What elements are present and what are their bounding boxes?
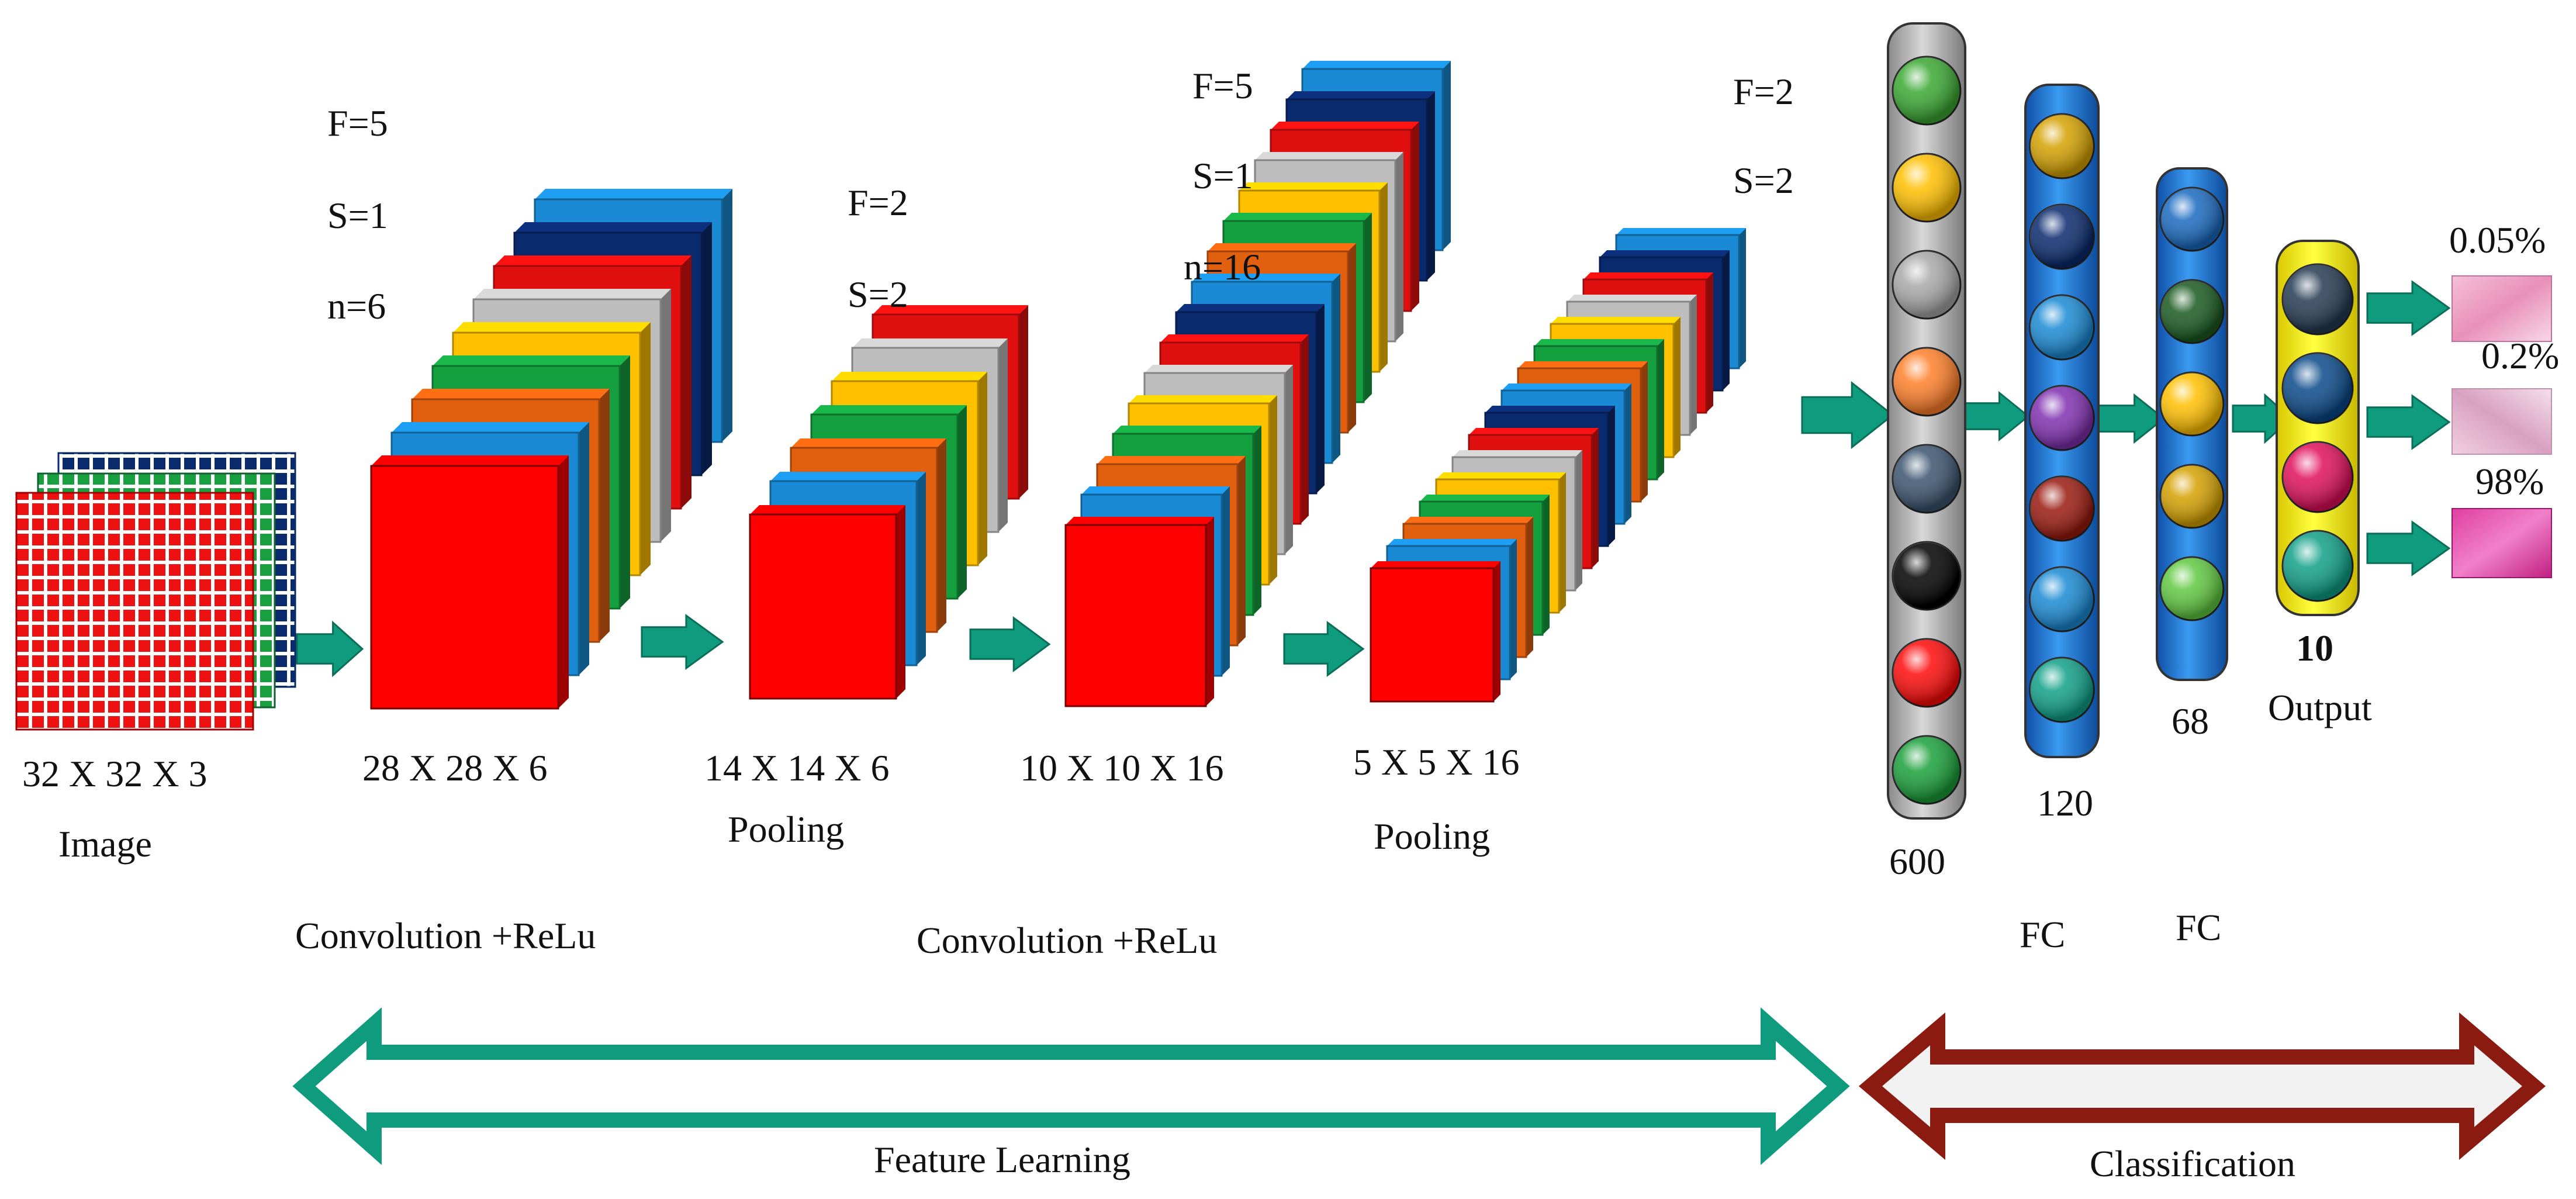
flatten-layer-node bbox=[1892, 638, 1962, 708]
pool1-caption: Pooling bbox=[728, 808, 844, 850]
arrow-output-to-prediction-3 bbox=[2366, 520, 2451, 576]
conv2-slab bbox=[1064, 517, 1214, 707]
conv2-params: F=5 S=1 n=16 bbox=[1184, 65, 1261, 288]
conv2-param-count: n=16 bbox=[1184, 246, 1261, 288]
conv1-param-count: n=6 bbox=[327, 285, 386, 327]
arrow-conv2-to-pool2 bbox=[1283, 621, 1365, 677]
pool1-param-filter: F=2 bbox=[848, 182, 908, 223]
conv2-param-stride: S=1 bbox=[1192, 155, 1253, 196]
output-layer-node bbox=[2281, 263, 2354, 336]
conv1-feature-maps bbox=[370, 189, 732, 710]
fc2-layer-node bbox=[2159, 464, 2225, 529]
output-predictions: 0.05% 0.2% 98% bbox=[2449, 219, 2559, 578]
fc1-caption: FC bbox=[2020, 914, 2065, 955]
pool1-feature-maps bbox=[749, 305, 1028, 700]
flatten-layer-node bbox=[1892, 444, 1962, 514]
feature-learning-label: Feature Learning bbox=[874, 1139, 1130, 1180]
conv1-caption: Convolution +ReLu bbox=[295, 915, 596, 956]
pool2-dims: 5 X 5 X 16 bbox=[1353, 741, 1519, 783]
flatten-layer-node bbox=[1892, 347, 1962, 417]
fully-connected-layers bbox=[1887, 22, 2360, 820]
fc2-layer-node bbox=[2159, 556, 2225, 621]
pool1-param-stride: S=2 bbox=[848, 274, 908, 315]
flatten-layer bbox=[1887, 22, 1966, 820]
feature-learning-arrow bbox=[292, 1007, 1850, 1165]
classification-arrow bbox=[1858, 1012, 2546, 1160]
flatten-size: 600 bbox=[1889, 841, 1945, 882]
conv1-slab bbox=[370, 455, 569, 710]
arrow-flatten-to-fc1 bbox=[1963, 391, 2030, 442]
flatten-layer-node bbox=[1892, 541, 1962, 611]
fc2-caption: FC bbox=[2176, 907, 2221, 948]
fc1-layer-node bbox=[2029, 203, 2095, 270]
conv2-caption: Convolution +ReLu bbox=[917, 920, 1217, 961]
histology-thumbnail-1 bbox=[2451, 275, 2552, 342]
arrow-input-to-conv1 bbox=[296, 620, 364, 678]
flatten-layer-node bbox=[1892, 250, 1962, 320]
histology-thumbnail-2 bbox=[2451, 388, 2552, 455]
conv1-dims: 28 X 28 X 6 bbox=[362, 747, 547, 789]
input-image-stack bbox=[15, 452, 296, 731]
input-channel-red bbox=[15, 492, 254, 731]
arrow-pool2-to-flatten bbox=[1801, 381, 1894, 450]
pool2-param-stride: S=2 bbox=[1733, 160, 1794, 201]
flatten-layer-node bbox=[1892, 735, 1962, 805]
pool2-caption: Pooling bbox=[1374, 816, 1490, 857]
fc1-layer-node bbox=[2029, 475, 2095, 542]
fc1-layer bbox=[2024, 84, 2100, 758]
fc1-layer-node bbox=[2029, 656, 2095, 723]
conv1-param-stride: S=1 bbox=[327, 195, 388, 236]
arrow-pool1-to-conv2 bbox=[969, 616, 1051, 672]
arrow-output-to-prediction-2 bbox=[2366, 394, 2451, 450]
pool1-params: F=2 S=2 bbox=[848, 182, 908, 315]
pool2-feature-maps bbox=[1370, 228, 1746, 703]
classification-label: Classification bbox=[2090, 1143, 2295, 1184]
fc2-size: 68 bbox=[2172, 700, 2209, 742]
conv1-param-filter: F=5 bbox=[327, 102, 388, 144]
arrow-conv1-to-pool1 bbox=[641, 614, 724, 670]
output-layer bbox=[2276, 240, 2360, 616]
fc2-layer-node bbox=[2159, 186, 2225, 252]
conv2-feature-maps bbox=[1064, 61, 1451, 707]
flatten-layer-node bbox=[1892, 56, 1962, 126]
pool2-param-filter: F=2 bbox=[1733, 71, 1794, 112]
pool1-dims: 14 X 14 X 6 bbox=[704, 747, 889, 789]
output-caption: Output bbox=[2268, 687, 2372, 728]
fc1-layer-node bbox=[2029, 385, 2095, 451]
fc1-layer-node bbox=[2029, 566, 2095, 633]
input-caption: Image bbox=[58, 823, 152, 865]
fc2-layer-node bbox=[2159, 279, 2225, 344]
flatten-layer-node bbox=[1892, 153, 1962, 223]
conv1-params: F=5 S=1 n=6 bbox=[327, 102, 388, 327]
conv2-dims: 10 X 10 X 16 bbox=[1020, 747, 1223, 789]
prediction-label-3: 98% bbox=[2475, 461, 2544, 502]
prediction-label-1: 0.05% bbox=[2449, 219, 2546, 261]
fc2-layer-node bbox=[2159, 371, 2225, 437]
pool2-params: F=2 S=2 bbox=[1733, 71, 1794, 201]
input-dims: 32 X 32 X 3 bbox=[22, 753, 207, 794]
output-layer-node bbox=[2281, 530, 2354, 602]
output-size: 10 bbox=[2296, 627, 2333, 669]
stage-arrows bbox=[296, 280, 2451, 678]
fc1-size: 120 bbox=[2037, 782, 2093, 824]
fc1-layer-node bbox=[2029, 113, 2095, 179]
fc1-layer-node bbox=[2029, 294, 2095, 361]
histology-thumbnail-3 bbox=[2451, 508, 2552, 578]
fc2-layer bbox=[2156, 167, 2228, 681]
pool2-slab bbox=[1370, 561, 1500, 703]
arrow-output-to-prediction-1 bbox=[2366, 280, 2451, 336]
output-layer-node bbox=[2281, 441, 2354, 513]
conv2-param-filter: F=5 bbox=[1192, 65, 1253, 106]
output-layer-node bbox=[2281, 352, 2354, 424]
pool1-slab bbox=[749, 505, 905, 700]
arrow-fc1-to-fc2 bbox=[2097, 393, 2166, 444]
